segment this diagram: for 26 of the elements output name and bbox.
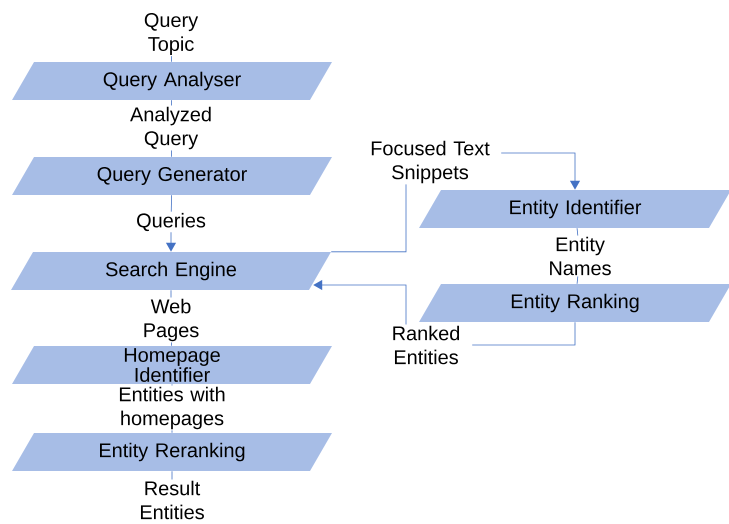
connector bbox=[171, 56, 172, 62]
process-box: Entity Ranking bbox=[419, 284, 729, 322]
process-box: Query Analyser bbox=[12, 62, 332, 100]
flow-label: Entity Names bbox=[550, 236, 611, 276]
flow-label: Web Pages bbox=[144, 298, 199, 342]
connector bbox=[171, 342, 172, 346]
process-box: Homepage Identifier bbox=[12, 346, 332, 384]
connector bbox=[170, 290, 172, 298]
flow-label: Focused Text Snippets bbox=[372, 140, 490, 184]
flow-label: Queries bbox=[137, 212, 206, 232]
connector bbox=[472, 322, 576, 346]
connector bbox=[170, 194, 172, 212]
flow-label: Result Entities bbox=[140, 480, 204, 520]
flow-label: Query Topic bbox=[144, 13, 198, 55]
connector bbox=[171, 100, 172, 106]
process-box: Entity Identifier bbox=[419, 190, 729, 228]
connector bbox=[171, 150, 172, 158]
connector bbox=[576, 276, 578, 284]
process-box: Query Generator bbox=[12, 157, 332, 195]
connector bbox=[330, 184, 406, 252]
process-box: Search Engine bbox=[11, 252, 331, 290]
flow-label: Entities with homepages bbox=[120, 386, 224, 430]
flow-label: Analyzed Query bbox=[130, 106, 211, 150]
process-box: Entity Reranking bbox=[12, 433, 332, 471]
flow-label: Ranked Entities bbox=[393, 326, 460, 364]
connector bbox=[576, 228, 578, 236]
